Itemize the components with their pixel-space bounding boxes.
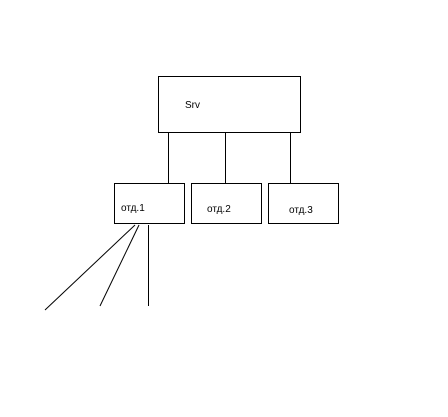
dept-1-outgoing-line-2 [99,224,140,307]
department-label-1: отд.1 [121,203,145,214]
department-node-1: отд.1 [114,183,185,224]
server-node: Srv [158,76,301,133]
department-label-3: отд.3 [289,205,313,216]
department-node-3: отд.3 [268,183,339,224]
department-box-1 [114,183,185,224]
department-box-3 [268,183,339,224]
server-box [158,76,301,133]
department-label-2: отд.2 [207,204,231,215]
server-label: Srv [185,100,200,111]
department-box-2 [191,183,262,224]
dept-1-outgoing-line-1 [44,224,136,311]
department-node-2: отд.2 [191,183,262,224]
